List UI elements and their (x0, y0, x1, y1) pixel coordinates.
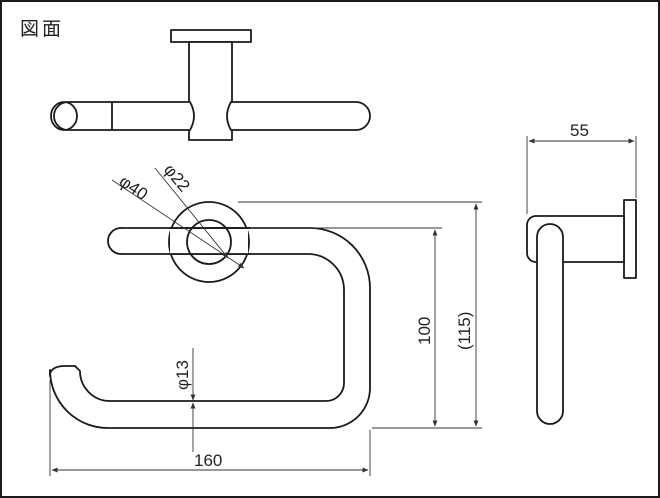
width-label: 160 (194, 451, 222, 470)
width-dimension (49, 380, 371, 476)
top-view-bar-end (50, 101, 78, 131)
arm-overlay (170, 229, 248, 254)
phi13-label: φ13 (173, 360, 192, 390)
holder-arm-inner (74, 253, 345, 402)
height-dimensions (238, 201, 482, 429)
side-view-roll-bar (536, 223, 564, 425)
phi22-label: φ22 (160, 160, 194, 195)
post-circle (186, 219, 232, 265)
side-view (526, 136, 637, 425)
drawing-title: 図面 (20, 18, 65, 40)
top-view-bar-right (226, 101, 371, 131)
top-view-mount-plate (170, 29, 252, 43)
side-view-plate (623, 199, 637, 279)
top-view (50, 29, 371, 141)
phi-leaders (111, 167, 245, 269)
top-view-mount-post (188, 41, 233, 141)
phi40-label: φ40 (116, 172, 151, 204)
holder-arm-tip (107, 227, 122, 255)
height-100-label: 100 (415, 317, 434, 345)
depth-label: 55 (570, 121, 589, 140)
base-flange-circle (168, 201, 250, 283)
height-115-label: (115) (455, 312, 474, 350)
top-view-bar (53, 101, 195, 131)
phi40-leader (111, 179, 245, 269)
phi22-leader (154, 167, 229, 259)
